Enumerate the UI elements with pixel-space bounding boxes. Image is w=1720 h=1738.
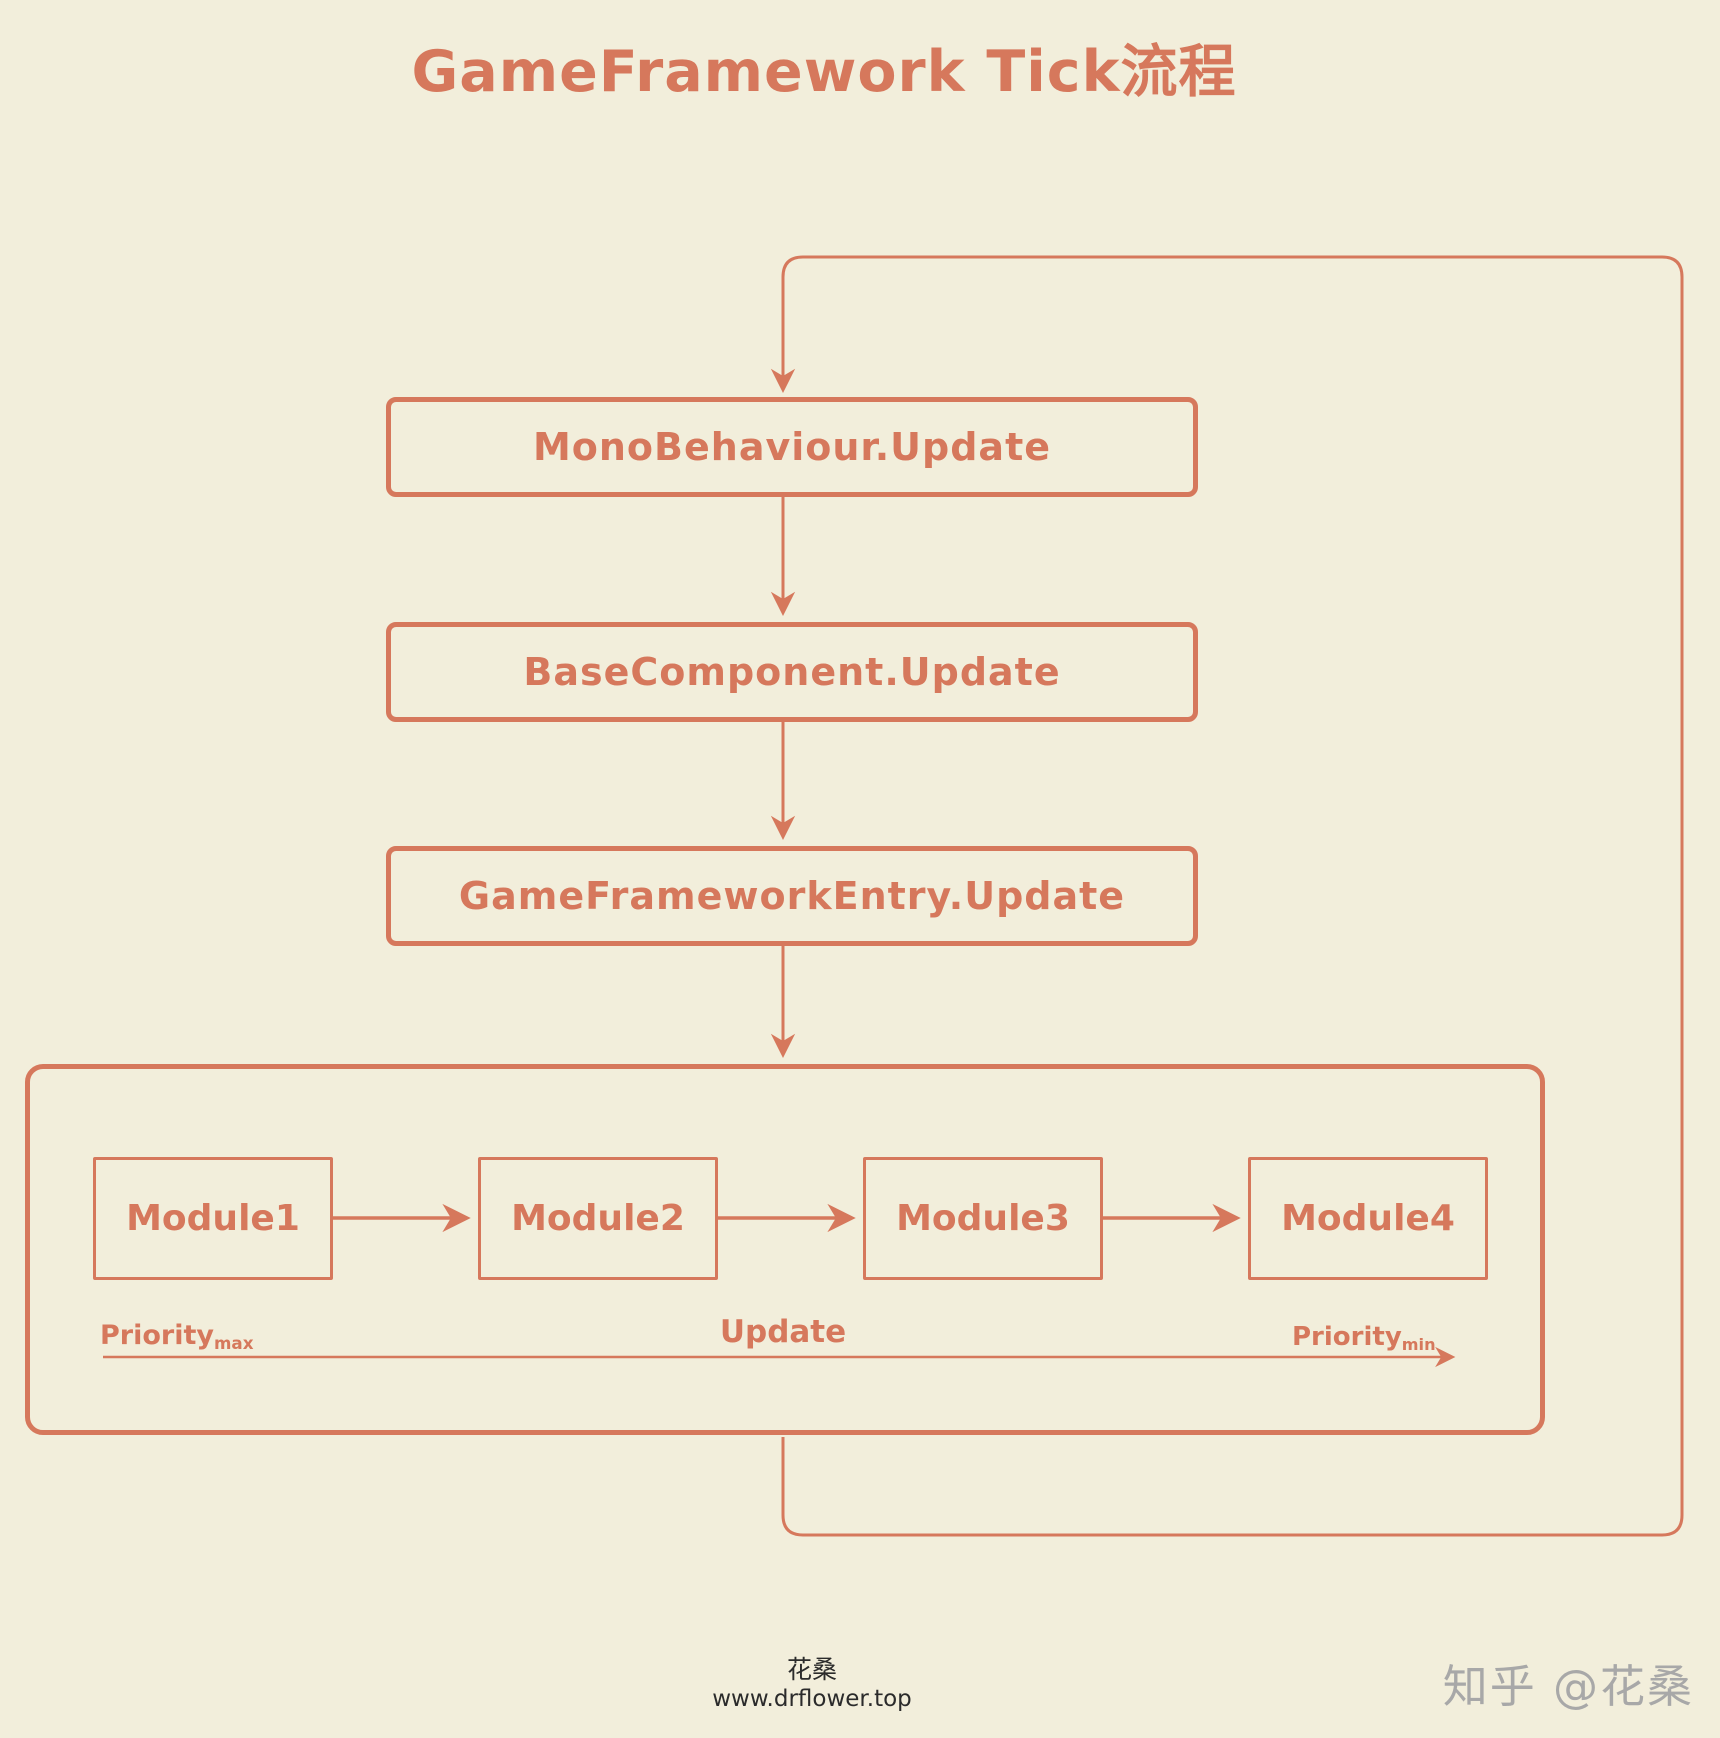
priority-min-base: Priority xyxy=(1292,1322,1402,1352)
footer-author: 花桑 xyxy=(786,1655,838,1684)
priority-max-sub: max xyxy=(214,1333,254,1354)
flow-box-label: MonoBehaviour.Update xyxy=(532,425,1052,469)
module-box-1: Module1 xyxy=(93,1157,333,1280)
module-box-2: Module2 xyxy=(478,1157,718,1280)
footer-website: www.drflower.top xyxy=(712,1686,912,1712)
priority-min-sub: min xyxy=(1401,1334,1436,1354)
module-label: Module2 xyxy=(511,1198,685,1239)
flow-box-label: GameFrameworkEntry.Update xyxy=(458,874,1126,918)
flow-box-label: BaseComponent.Update xyxy=(523,650,1061,694)
module-label: Module3 xyxy=(896,1198,1070,1239)
flow-box-monobehaviour-update: MonoBehaviour.Update xyxy=(386,397,1198,497)
flow-box-gameframeworkentry-update: GameFrameworkEntry.Update xyxy=(386,846,1198,946)
update-axis-label: Update xyxy=(719,1314,847,1350)
module-label: Module4 xyxy=(1281,1198,1455,1239)
modules-container xyxy=(25,1064,1545,1435)
module-label: Module1 xyxy=(126,1198,300,1239)
loop-arrow xyxy=(770,255,1684,1537)
module-box-3: Module3 xyxy=(863,1157,1103,1280)
diagram-title: GameFramework Tick流程 xyxy=(411,39,1237,105)
zhihu-watermark: 知乎 @花桑 xyxy=(1442,1660,1694,1713)
priority-max-label: Prioritymax xyxy=(100,1320,254,1353)
module-box-4: Module4 xyxy=(1248,1157,1488,1280)
priority-min-label: Prioritymin xyxy=(1292,1322,1436,1354)
flow-box-basecomponent-update: BaseComponent.Update xyxy=(386,622,1198,722)
priority-max-base: Priority xyxy=(100,1320,214,1351)
